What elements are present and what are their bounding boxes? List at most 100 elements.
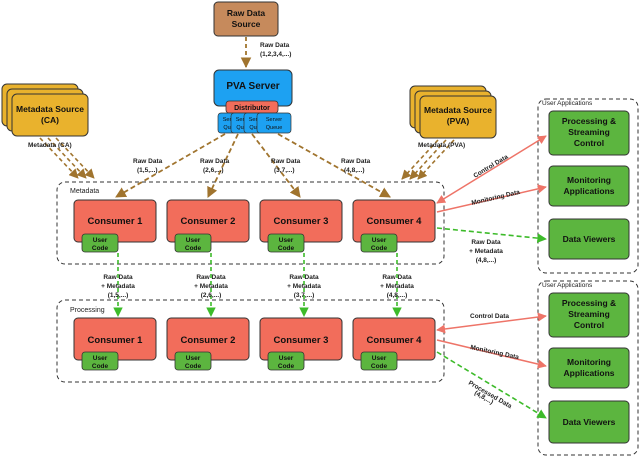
raw-data-label-4a: Raw Data (341, 158, 371, 165)
mid-label-4a: Raw Data (382, 274, 412, 281)
monitoring-data-arrow-top (436, 184, 547, 213)
user-code-label: Code (185, 245, 202, 252)
raw-data-arrow-3 (251, 133, 301, 198)
app-label: Processing & (562, 116, 616, 126)
consumer-row-bottom: Consumer 1 User Code Consumer 2 User Cod… (73, 317, 436, 371)
raw-data-source-line2: Source (232, 19, 261, 29)
app-data-viewers-bottom (548, 400, 630, 444)
control-data-arrow-top (436, 135, 547, 204)
user-code-label: User (279, 355, 294, 362)
user-code-label: User (93, 355, 108, 362)
user-code-label: Code (92, 363, 109, 370)
raw-metadata-arrow-apps (436, 227, 547, 243)
control-data-label-bottom: Control Data (470, 313, 509, 320)
user-code-label: User (279, 237, 294, 244)
consumer-label: Consumer 1 (88, 335, 144, 346)
raw-data-label-2a: Raw Data (200, 158, 230, 165)
metadata-source-pva-line2: (PVA) (447, 116, 470, 126)
raw-data-label-3a: Raw Data (271, 158, 301, 165)
raw-metadata-label-apps-2: + Metadata (469, 248, 503, 255)
app-label: Streaming (568, 309, 610, 319)
raw-metadata-label-apps-3: (4,8,...) (476, 257, 497, 264)
metadata-pva-arrow (401, 139, 439, 180)
control-data-label-top: Control Data (472, 153, 509, 179)
app-label: Applications (563, 186, 614, 196)
consumer-label: Consumer 4 (367, 216, 423, 227)
pva-server-title: PVA Server (226, 81, 279, 92)
metadata-group (56, 181, 445, 265)
app-label: Monitoring (567, 357, 611, 367)
server-queues: Ser Qu Ser Qu Ser Qu Server Queue (217, 112, 292, 134)
mid-label-4c: (4,8,...) (387, 292, 408, 299)
metadata-pva-label: Metadata (PVA) (418, 142, 465, 149)
raw-data-label-1b: (1,5,...) (137, 167, 158, 174)
user-code-label: User (372, 237, 387, 244)
metadata-ca-arrows (39, 137, 95, 179)
server-queue-label: Ser (236, 117, 245, 123)
raw-data-label-3b: (3,7,...) (274, 167, 295, 174)
user-code-label: Code (278, 245, 295, 252)
app-label: Data Viewers (563, 417, 616, 427)
raw-metadata-arrows (113, 253, 402, 317)
mid-label-3c: (3,7,...) (294, 292, 315, 299)
metadata-group-label: Metadata (70, 188, 99, 195)
user-code-box (267, 233, 305, 253)
mid-label-3b: + Metadata (287, 283, 321, 290)
raw-data-arrow-1 (115, 133, 226, 198)
app-label: Control (574, 138, 604, 148)
server-queue-label: Ser (249, 117, 258, 123)
mid-label-2a: Raw Data (196, 274, 226, 281)
user-apps-label-top: User Applications (542, 100, 593, 107)
processed-data-arrow (436, 351, 547, 419)
consumer-label: Consumer 2 (181, 216, 236, 227)
user-code-label: User (372, 355, 387, 362)
server-queue-label: Ser (223, 117, 232, 123)
metadata-source-ca-box (11, 93, 89, 137)
mid-label-1b: + Metadata (101, 283, 135, 290)
server-queue-label: Queue (266, 125, 283, 131)
raw-data-label-1a: Raw Data (133, 158, 163, 165)
mid-label-2b: + Metadata (194, 283, 228, 290)
server-queue-label: Server (266, 117, 282, 123)
raw-metadata-labels: Raw Data + Metadata (1,5,...) Raw Data +… (101, 274, 414, 299)
metadata-source-ca-line2: (CA) (41, 115, 59, 125)
app-processing-streaming-bottom (548, 292, 630, 338)
user-code-label: Code (371, 363, 388, 370)
raw-data-label-2b: (2,6,...) (203, 167, 224, 174)
raw-to-pva-label1: Raw Data (260, 42, 290, 49)
consumer-label: Consumer 4 (367, 335, 423, 346)
monitoring-data-label-top: Monitoring Data (471, 189, 521, 207)
raw-data-label-4b: (4,8,...) (344, 167, 365, 174)
raw-data-arrow-2 (207, 133, 239, 198)
mid-label-1a: Raw Data (103, 274, 133, 281)
metadata-source-pva-line1: Metadata Source (424, 105, 492, 115)
monitoring-data-label-bottom: Monitoring Data (470, 344, 520, 361)
app-label: Processing & (562, 298, 616, 308)
user-code-box (174, 233, 212, 253)
mid-label-4b: + Metadata (380, 283, 414, 290)
user-code-label: Code (185, 363, 202, 370)
raw-to-pva-label2: (1,2,3,4,...) (260, 51, 291, 58)
monitoring-data-arrow-bottom (436, 339, 547, 369)
user-code-box (81, 233, 119, 253)
user-code-label: Code (92, 245, 109, 252)
user-code-label: User (186, 355, 201, 362)
app-label: Control (574, 320, 604, 330)
server-queue-label: Qu (236, 125, 243, 131)
app-label: Applications (563, 368, 614, 378)
app-label: Data Viewers (563, 234, 616, 244)
user-code-box (174, 351, 212, 371)
app-monitoring-bottom (548, 347, 630, 389)
metadata-ca-arrow (55, 137, 95, 179)
distributor-label: Distributor (234, 105, 270, 112)
metadata-ca-arrow (39, 137, 79, 179)
consumer-label: Consumer 3 (274, 216, 329, 227)
consumer-label: Consumer 3 (274, 335, 329, 346)
user-code-label: Code (278, 363, 295, 370)
user-code-label: Code (371, 245, 388, 252)
control-data-arrow-bottom (436, 312, 547, 334)
user-code-box (81, 351, 119, 371)
raw-data-arrows (115, 133, 391, 198)
mid-label-3a: Raw Data (289, 274, 319, 281)
